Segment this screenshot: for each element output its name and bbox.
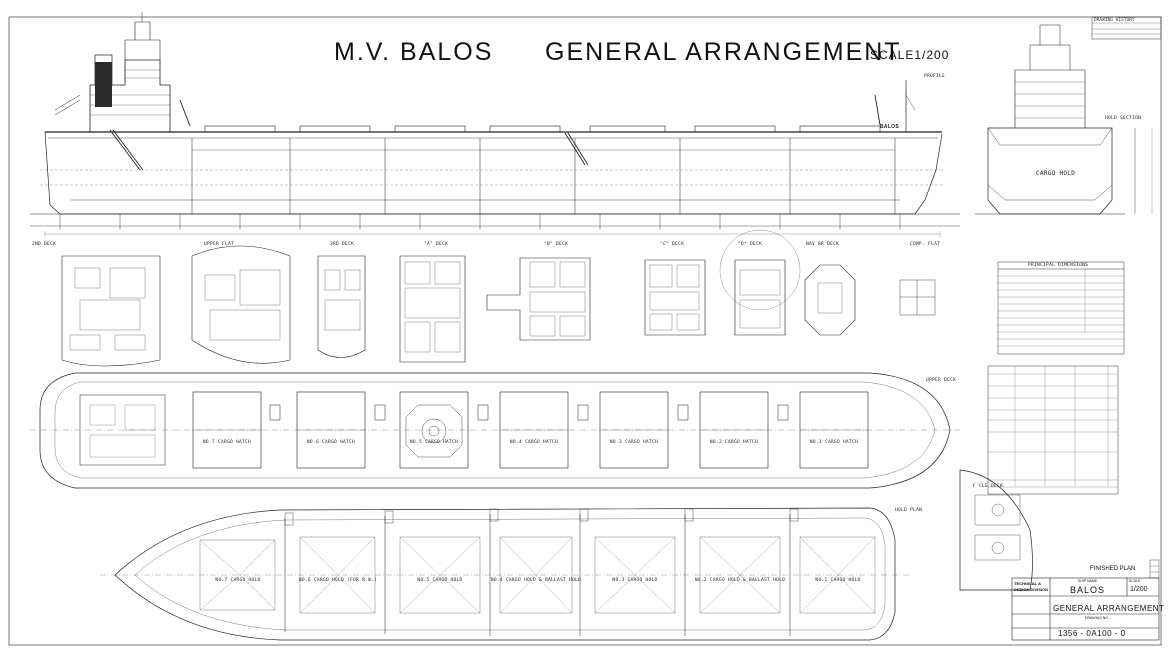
bow-ship-name: BALOS	[880, 124, 899, 130]
title-block-scale: 1/200	[1130, 586, 1148, 593]
title-block-drawing-title: GENERAL ARRANGEMENT	[1053, 604, 1165, 613]
upper-deck-plan	[30, 372, 960, 489]
profile-dimension-lines	[44, 128, 1153, 237]
profile-label: PROFILE	[924, 74, 946, 79]
scale-caption: SCALE	[1129, 579, 1141, 583]
deck-label-3rd: 3RD DECK	[330, 242, 355, 247]
deck-label-d: "D" DECK	[738, 242, 763, 247]
deck-label-2nd: 2ND DECK	[32, 242, 57, 247]
deck-label-comp-flat: COMP. FLAT	[910, 242, 941, 247]
hold-section-view	[975, 24, 1136, 215]
upper-deck-label: UPPER DECK	[926, 378, 957, 383]
sheet-border	[8, 16, 1162, 646]
title-block-ship-name: BALOS	[1070, 585, 1106, 595]
title-block-frame	[1011, 559, 1160, 641]
finished-plan-stamp: FINISHED PLAN	[1090, 566, 1136, 572]
profile-view	[30, 12, 960, 230]
deck-label-a: "A" DECK	[424, 242, 449, 247]
drawing-no-caption: DRAWING NO.	[1085, 616, 1109, 620]
deck-label-nav-br: NAV BR DECK	[806, 242, 840, 247]
deck-label-c: "C" DECK	[660, 242, 685, 247]
hatch-label: NO.7 CARGO HATCH	[202, 440, 252, 445]
hold-plan-label: HOLD PLAN	[895, 508, 923, 513]
ship-name-caption: SHIP NAME	[1078, 579, 1098, 583]
hold-label: NO.5 CARGO HOLD	[417, 578, 463, 583]
principal-dimensions-table	[997, 261, 1125, 355]
division-line2: DESIGN DIVISION	[1014, 587, 1049, 592]
hatch-label: NO.1 CARGO HATCH	[809, 440, 859, 445]
hold-label: NO.4 CARGO HOLD & BALLAST HOLD	[490, 578, 582, 583]
hold-label: NO.2 CARGO HOLD & BALLAST HOLD	[694, 578, 786, 583]
hold-label: NO.7 CARGO HOLD	[215, 578, 261, 583]
deck-label-b: "B" DECK	[544, 242, 569, 247]
hatch-label: NO.4 CARGO HATCH	[509, 440, 559, 445]
hold-label: NO.3 CARGO HOLD	[612, 578, 658, 583]
hatch-label: NO.6 CARGO HATCH	[306, 440, 356, 445]
deck-label-upper-flat: UPPER FLAT	[204, 242, 235, 247]
capacity-table	[987, 365, 1119, 495]
ship-name-title: M.V. BALOS	[334, 38, 494, 66]
fcle-deck-view	[959, 469, 1033, 591]
division-line1: TECHNICAL &	[1014, 581, 1042, 586]
hatch-label: NO.3 CARGO HATCH	[609, 440, 659, 445]
title-block-drawing-no: 1356 - 0A100 - 0	[1058, 629, 1126, 638]
hold-section-label: HOLD SECTION	[1105, 116, 1142, 121]
deck-plans	[61, 229, 936, 367]
hold-label: NO.6 CARGO HOLD (FOR B.W.)	[298, 578, 378, 583]
scale-label: SCALE1/200	[870, 48, 950, 62]
cargo-hold-label: CARGO HOLD	[1036, 170, 1076, 177]
principal-dimensions-title: PRINCIPAL DIMENSIONS	[1028, 263, 1089, 268]
drawing-history-title: DRAWING HISTORY	[1094, 18, 1135, 23]
hatch-label: NO.2 CARGO HATCH	[709, 440, 759, 445]
hold-plan	[100, 507, 910, 641]
fcle-deck-label: F'CLE DECK	[973, 484, 1004, 489]
hold-label: NO.1 CARGO HOLD	[815, 578, 861, 583]
hatch-label: NO.5 CARGO HATCH	[409, 440, 459, 445]
drawing-history-box	[1091, 16, 1162, 40]
drawing-title: GENERAL ARRANGEMENT	[545, 38, 902, 66]
